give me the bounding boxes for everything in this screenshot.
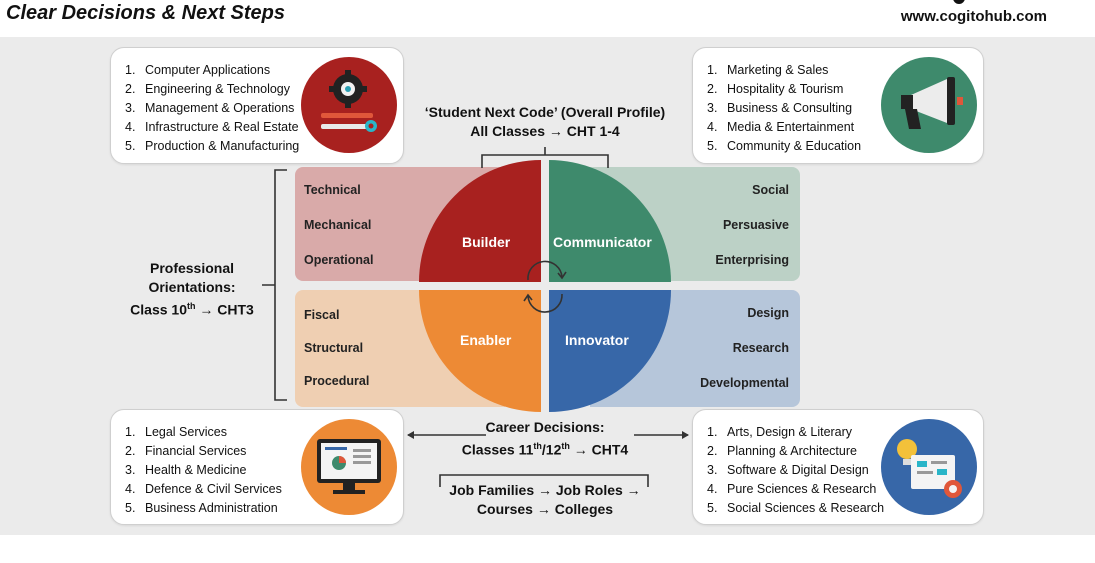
logo-mark [953,0,965,4]
list-item: 5.Community & Education [707,139,862,153]
trait-design: Design [747,306,789,320]
list-item: 4.Media & Entertainment [707,120,855,134]
professional-orientations-caption: Professional Orientations: Class 10th → … [130,260,254,318]
list-item: 3.Business & Consulting [707,101,853,115]
list-item: 4.Infrastructure & Real Estate [125,120,299,134]
quadrant-wheel [419,160,671,412]
lightbulb-board-icon [881,419,977,515]
wedge-enabler [419,290,541,412]
card-communicator-careers: 1.Marketing & Sales 2.Hospitality & Tour… [692,47,984,164]
student-next-code-caption: ‘Student Next Code’ (Overall Profile) Al… [424,104,666,139]
trait-mechanical: Mechanical [304,218,372,232]
list-item: 1.Legal Services [125,425,227,439]
list-item: 3.Software & Digital Design [707,463,869,477]
trait-procedural: Procedural [304,374,370,388]
page-title: Clear Decisions & Next Steps [6,2,285,24]
trait-fiscal: Fiscal [304,308,340,322]
diagram-area: Technical Mechanical Operational Social … [0,37,1095,535]
trait-technical: Technical [304,183,361,197]
wedge-communicator [549,160,671,282]
career-decisions-caption: Career Decisions: Classes 11th/12th → CH… [461,419,629,458]
bottom-bracket [439,474,649,487]
trait-structural: Structural [304,341,364,355]
wedge-innovator [549,290,671,412]
cycle-arrows-icon [523,260,567,313]
list-item: 5.Production & Manufacturing [125,139,300,153]
list-item: 2.Planning & Architecture [707,444,857,458]
card-builder-careers: 1.Computer Applications 2.Engineering & … [110,47,404,164]
quadrant-label-enabler: Enabler [460,332,512,348]
list-item: 1.Computer Applications [125,63,271,77]
list-item: 5.Social Sciences & Research [707,501,885,515]
quadrant-label-builder: Builder [462,234,511,250]
list-item: 2.Hospitality & Tourism [707,82,844,96]
list-item: 3.Management & Operations [125,101,295,115]
list-item: 4.Defence & Civil Services [125,482,282,496]
top-bracket [481,147,609,168]
gear-tools-icon [301,57,397,153]
list-item: 2.Engineering & Technology [125,82,291,96]
left-bracket [262,169,287,401]
trait-enterprising: Enterprising [715,253,789,267]
site-url[interactable]: www.cogitohub.com [900,8,1047,25]
list-item: 1.Marketing & Sales [707,63,829,77]
megaphone-icon [881,57,977,153]
card-innovator-careers: 1.Arts, Design & Literary 2.Planning & A… [692,409,984,525]
wedge-builder [419,160,541,282]
list-item: 3.Health & Medicine [125,463,247,477]
list-item: 1.Arts, Design & Literary [707,425,853,439]
job-families-caption: Job Families → Job Roles → Courses → Col… [449,482,641,517]
trait-developmental: Developmental [700,376,789,390]
trait-social: Social [752,183,789,197]
card-enabler-careers: 1.Legal Services 2.Financial Services 3.… [110,409,404,525]
trait-operational: Operational [304,253,374,267]
quadrant-label-innovator: Innovator [565,332,629,348]
list-item: 4.Pure Sciences & Research [707,482,877,496]
quadrant-label-communicator: Communicator [553,234,652,250]
trait-persuasive: Persuasive [722,218,789,232]
diagram-graphics [262,147,689,487]
list-item: 2.Financial Services [125,444,247,458]
list-item: 5.Business Administration [125,501,278,515]
computer-monitor-icon [301,419,397,515]
trait-research: Research [732,341,789,355]
